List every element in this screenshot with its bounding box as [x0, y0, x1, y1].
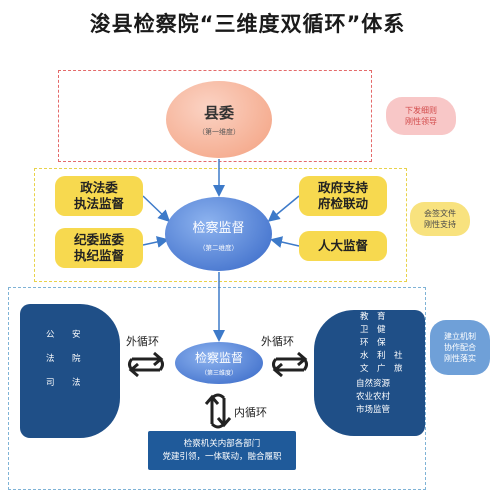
outer-cycle-right-icon	[272, 351, 308, 378]
outer-cycle-label-right: 外循环	[261, 335, 294, 348]
cloud-line: 下发细则	[405, 106, 437, 115]
npc-supervision-box: 人大监督	[299, 231, 387, 261]
box-line: 人大监督	[317, 238, 368, 253]
scroll-char: 环	[360, 338, 369, 348]
second-dimension-frame	[34, 168, 407, 282]
cloud-line: 建立机制	[444, 332, 476, 341]
left-agencies-scroll: 公 法 司 安 院 法	[20, 304, 120, 438]
middle-cloud: 会签文件 刚性支持	[410, 202, 470, 236]
political-legal-box: 政法委 执法监督	[55, 176, 143, 216]
third-dimension-frame	[8, 287, 426, 490]
scroll-char: 法	[72, 378, 81, 388]
arrow-right-bottom	[270, 236, 300, 248]
scroll-row: 自然资源	[356, 379, 391, 389]
procuratorate2-dimension: （第二维度）	[199, 243, 238, 252]
cloud-line: 会签文件	[424, 209, 456, 218]
box-line: 府检联动	[317, 196, 368, 211]
bottom-cloud: 建立机制 协作配合 刚性落实	[430, 320, 490, 375]
scroll-row: 市场监管	[356, 405, 391, 415]
box-line: 政法委	[80, 180, 118, 195]
scroll-char: 利	[377, 351, 386, 361]
bottom-line: 党建引领，一体联动，融合履职	[162, 451, 282, 462]
scroll-char: 保	[377, 338, 386, 348]
box-line: 执纪监督	[73, 248, 124, 263]
scroll-char: 广	[377, 364, 386, 374]
scroll-char: 社	[394, 351, 403, 361]
scroll-char: 育	[377, 312, 386, 322]
cloud-line: 刚性落实	[444, 354, 476, 363]
arrow-left-top	[142, 195, 171, 223]
right-agencies-scroll: 教 卫 环 水 文 育 健 保 利 广 社 旅 自然资源 农业农村 市场监管	[314, 310, 425, 436]
scroll-char: 安	[72, 330, 81, 340]
scroll-row: 农业农村	[356, 392, 391, 402]
inner-cycle-icon	[204, 393, 232, 429]
scroll-char: 司	[46, 378, 55, 388]
scroll-char: 健	[377, 325, 386, 335]
first-dimension-frame	[58, 70, 372, 162]
box-line: 政府支持	[317, 180, 368, 195]
scroll-char: 文	[360, 364, 369, 374]
procuratorate2-name: 检察监督	[192, 220, 245, 236]
inner-cycle-label: 内循环	[234, 406, 267, 419]
outer-cycle-label-left: 外循环	[126, 335, 159, 348]
county-dimension: （第一维度）	[198, 128, 240, 136]
box-line: 纪委监委	[73, 232, 124, 247]
procuratorate-second-ellipse: 检察监督 （第二维度）	[165, 197, 272, 271]
scroll-char: 公	[46, 330, 55, 340]
cloud-line: 协作配合	[444, 343, 476, 352]
arrow-left-bottom	[142, 236, 169, 248]
scroll-char: 卫	[360, 325, 369, 335]
internal-departments-box: 检察机关内部各部门 党建引领，一体联动，融合履职	[148, 431, 296, 470]
county-name: 县委	[203, 104, 234, 122]
scroll-char: 水	[360, 351, 369, 361]
county-committee-ellipse: 县委 （第一维度）	[166, 81, 272, 158]
discipline-commission-box: 纪委监委 执纪监督	[55, 228, 143, 268]
scroll-char: 教	[360, 312, 369, 322]
procuratorate-third-ellipse: 检察监督 （第三维度）	[175, 342, 263, 384]
top-cloud: 下发细则 刚性领导	[386, 97, 456, 135]
cloud-line: 刚性领导	[405, 117, 437, 126]
box-line: 执法监督	[73, 196, 124, 211]
outer-cycle-left-icon	[128, 351, 164, 378]
page-title: 浚县检察院“三维度双循环”体系	[89, 12, 406, 36]
bottom-line: 检察机关内部各部门	[183, 438, 261, 449]
procuratorate3-name: 检察监督	[194, 351, 243, 365]
scroll-char: 旅	[394, 364, 403, 374]
government-support-box: 政府支持 府检联动	[299, 176, 387, 216]
scroll-char: 院	[72, 354, 81, 364]
procuratorate3-dimension: （第三维度）	[200, 370, 237, 377]
arrow-right-top	[267, 195, 300, 222]
scroll-char: 法	[46, 354, 55, 364]
cloud-line: 刚性支持	[424, 220, 456, 229]
